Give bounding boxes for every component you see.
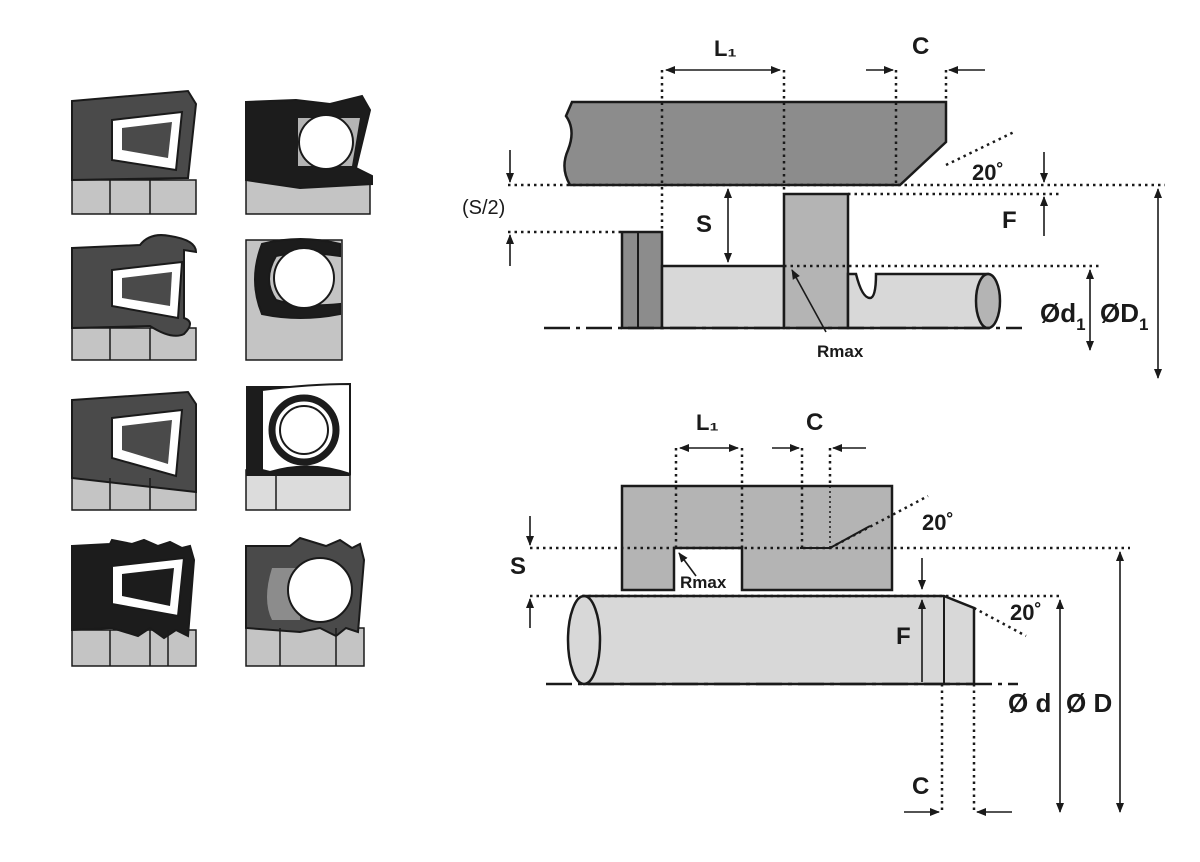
- seal-profiles-left-column: [71, 89, 198, 667]
- seal-profiles-right-column: [245, 94, 373, 667]
- seal-profile-o-ring-1: [245, 94, 373, 215]
- seal-profile-u-spring-3: [71, 390, 197, 511]
- lower-f-label: F: [896, 623, 911, 650]
- lower-housing: [620, 484, 894, 592]
- lower-radius-label: Rmax: [680, 573, 727, 592]
- lower-clearance-label: S: [510, 553, 526, 580]
- upper-seal-ring: [620, 230, 664, 330]
- lower-rod-end: [566, 594, 602, 686]
- lower-angle-rod-label: 20˚: [1010, 600, 1042, 625]
- upper-f-label: F: [1002, 207, 1017, 234]
- upper-outer-diameter-label: ØD1: [1100, 298, 1148, 334]
- seal-profile-u-spring-2: [71, 234, 198, 361]
- upper-radius-label: Rmax: [817, 342, 864, 361]
- lower-chamfer-bottom-label: C: [912, 773, 929, 800]
- lower-chamfer-top-label: C: [806, 409, 823, 436]
- upper-rod-end: [974, 272, 1002, 330]
- lower-angle-top-label: 20˚: [922, 510, 954, 535]
- upper-angle-label: 20˚: [972, 160, 1004, 185]
- seal-profile-o-ring-2: [245, 238, 343, 361]
- upper-half-clearance-label: (S/2): [462, 197, 505, 219]
- upper-housing-bar: [563, 100, 948, 187]
- lower-installation-diagram: L₁ C 20˚ S Rmax 20˚ F Ø d Ø D C: [510, 409, 1130, 816]
- seal-profile-o-ring-3: [245, 382, 351, 511]
- lower-inner-diameter-label: Ø d: [1008, 688, 1051, 718]
- upper-rod-left: [660, 264, 786, 330]
- upper-length-label: L₁: [714, 36, 737, 61]
- upper-clearance-label: S: [696, 211, 712, 238]
- upper-installation-diagram: L₁ C 20˚ (S/2) S F Rmax Ød1 ØD1: [462, 33, 1165, 379]
- upper-rod-right: [846, 272, 990, 330]
- upper-inner-diameter-label: Ød1: [1040, 298, 1086, 334]
- upper-gland-block: [782, 192, 850, 330]
- lower-outer-diameter-label: Ø D: [1066, 688, 1112, 718]
- lower-length-label: L₁: [696, 410, 719, 435]
- seal-profile-u-spring-4: [71, 538, 197, 667]
- lower-rod: [582, 594, 976, 686]
- seal-profile-o-ring-4: [245, 536, 366, 667]
- seal-profile-u-spring-1: [71, 89, 198, 215]
- upper-chamfer-label: C: [912, 33, 929, 60]
